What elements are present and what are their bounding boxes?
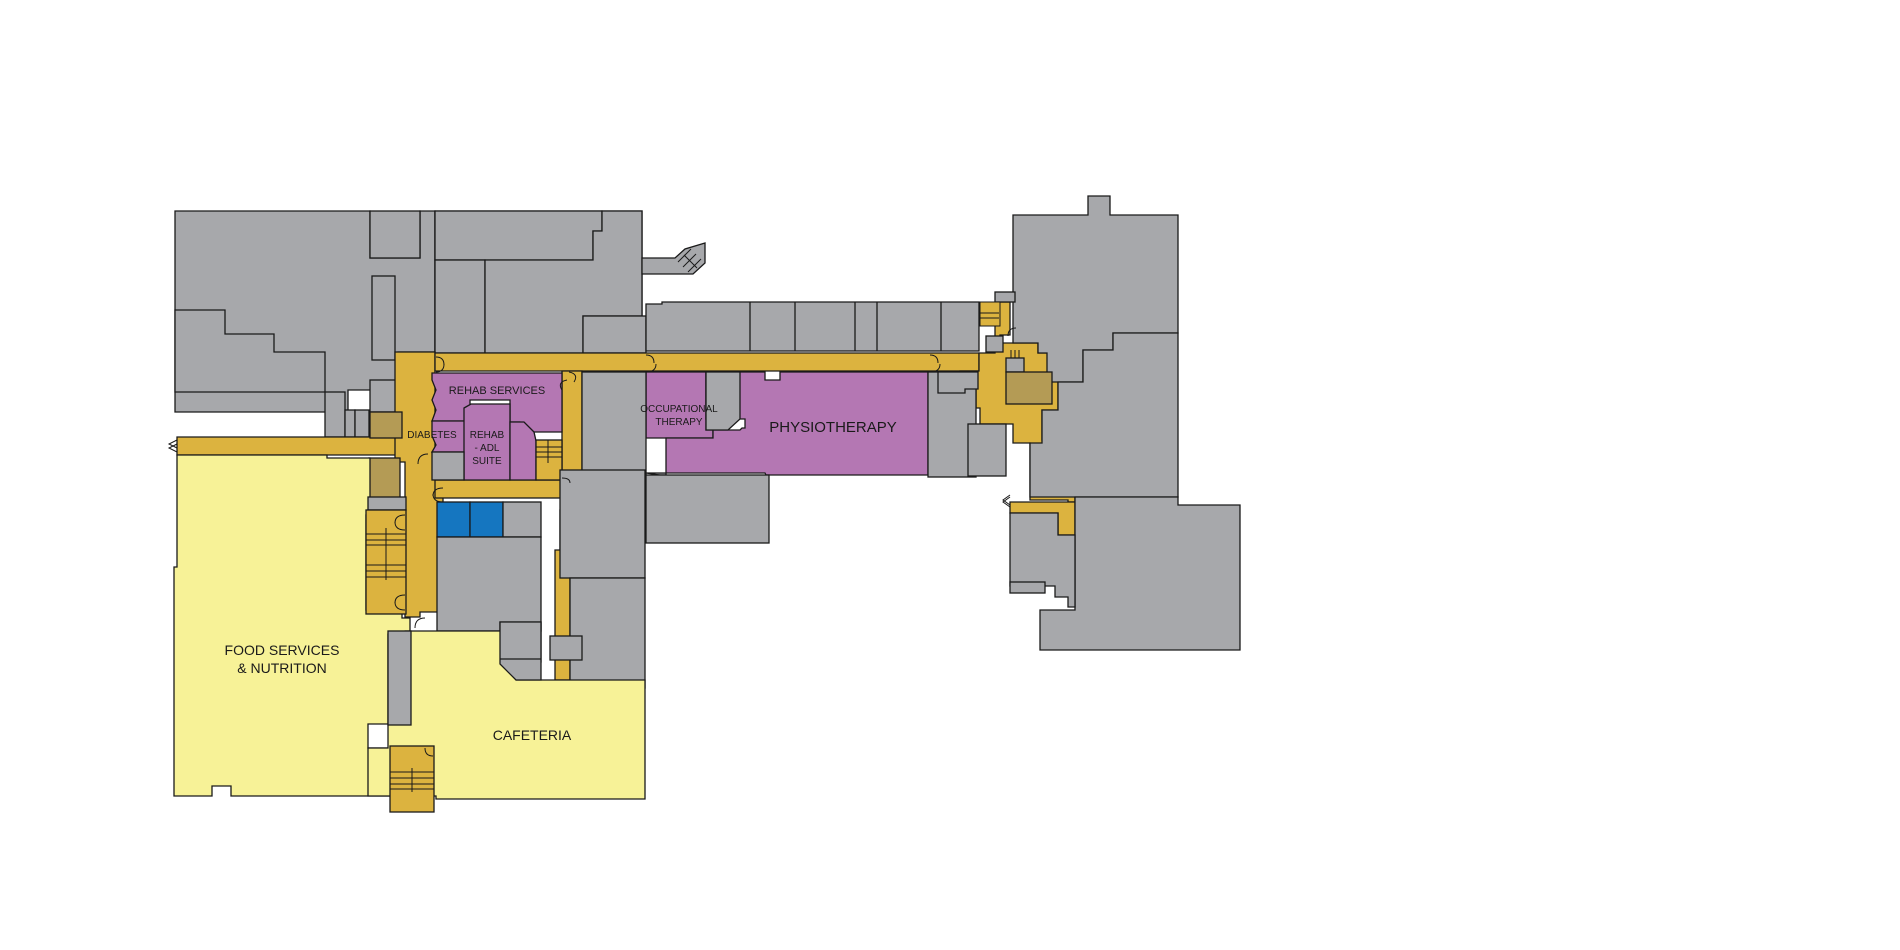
stair-west-core: [365, 496, 407, 615]
service-room-2[interactable]: [368, 457, 401, 501]
room-utility[interactable]: [502, 501, 542, 538]
service-room-1[interactable]: [369, 411, 403, 439]
label-diabetes: DIABETES: [407, 430, 457, 441]
service-room-east[interactable]: [1005, 371, 1053, 405]
room-rehab-storage[interactable]: [431, 451, 465, 481]
label-physiotherapy: PHYSIOTHERAPY: [769, 419, 897, 436]
label-food-services-1: FOOD SERVICES: [225, 642, 340, 658]
room-east-office-2[interactable]: [967, 423, 1007, 477]
room-block-northwest[interactable]: [174, 210, 436, 438]
label-occupational-2: THERAPY: [655, 417, 703, 428]
stair-rehab: [535, 439, 563, 481]
label-food-services-2: & NUTRITION: [237, 660, 326, 676]
label-rehab-adl-2: - ADL: [474, 443, 499, 454]
room-physio-office[interactable]: [705, 371, 741, 431]
label-rehab-services: REHAB SERVICES: [449, 385, 545, 397]
stair-south: [389, 745, 435, 813]
room-east-small-3[interactable]: [1005, 357, 1025, 373]
exterior-stair-north: [677, 248, 702, 273]
label-rehab-adl-3: SUITE: [472, 456, 502, 467]
room-kitchen-storage[interactable]: [436, 536, 542, 632]
label-cafeteria: CAFETERIA: [493, 727, 572, 743]
room-east-small-2[interactable]: [985, 335, 1004, 353]
room-kitchen-column[interactable]: [387, 630, 412, 726]
room-block-center[interactable]: [549, 371, 770, 689]
room-east-small-1[interactable]: [994, 291, 1016, 303]
room-servery[interactable]: [499, 621, 542, 681]
washroom-1[interactable]: [436, 501, 471, 538]
door-swings: [167, 327, 1017, 757]
room-rehab-adl-suite[interactable]: [463, 403, 537, 481]
room-block-east[interactable]: [1009, 195, 1241, 651]
stair-east: [979, 301, 1020, 358]
room-east-notch[interactable]: [937, 371, 979, 394]
label-rehab-adl-1: REHAB: [470, 430, 505, 441]
room-strip-north[interactable]: [645, 301, 980, 352]
washroom-2[interactable]: [469, 501, 504, 538]
label-occupational-1: OCCUPATIONAL: [640, 404, 718, 415]
